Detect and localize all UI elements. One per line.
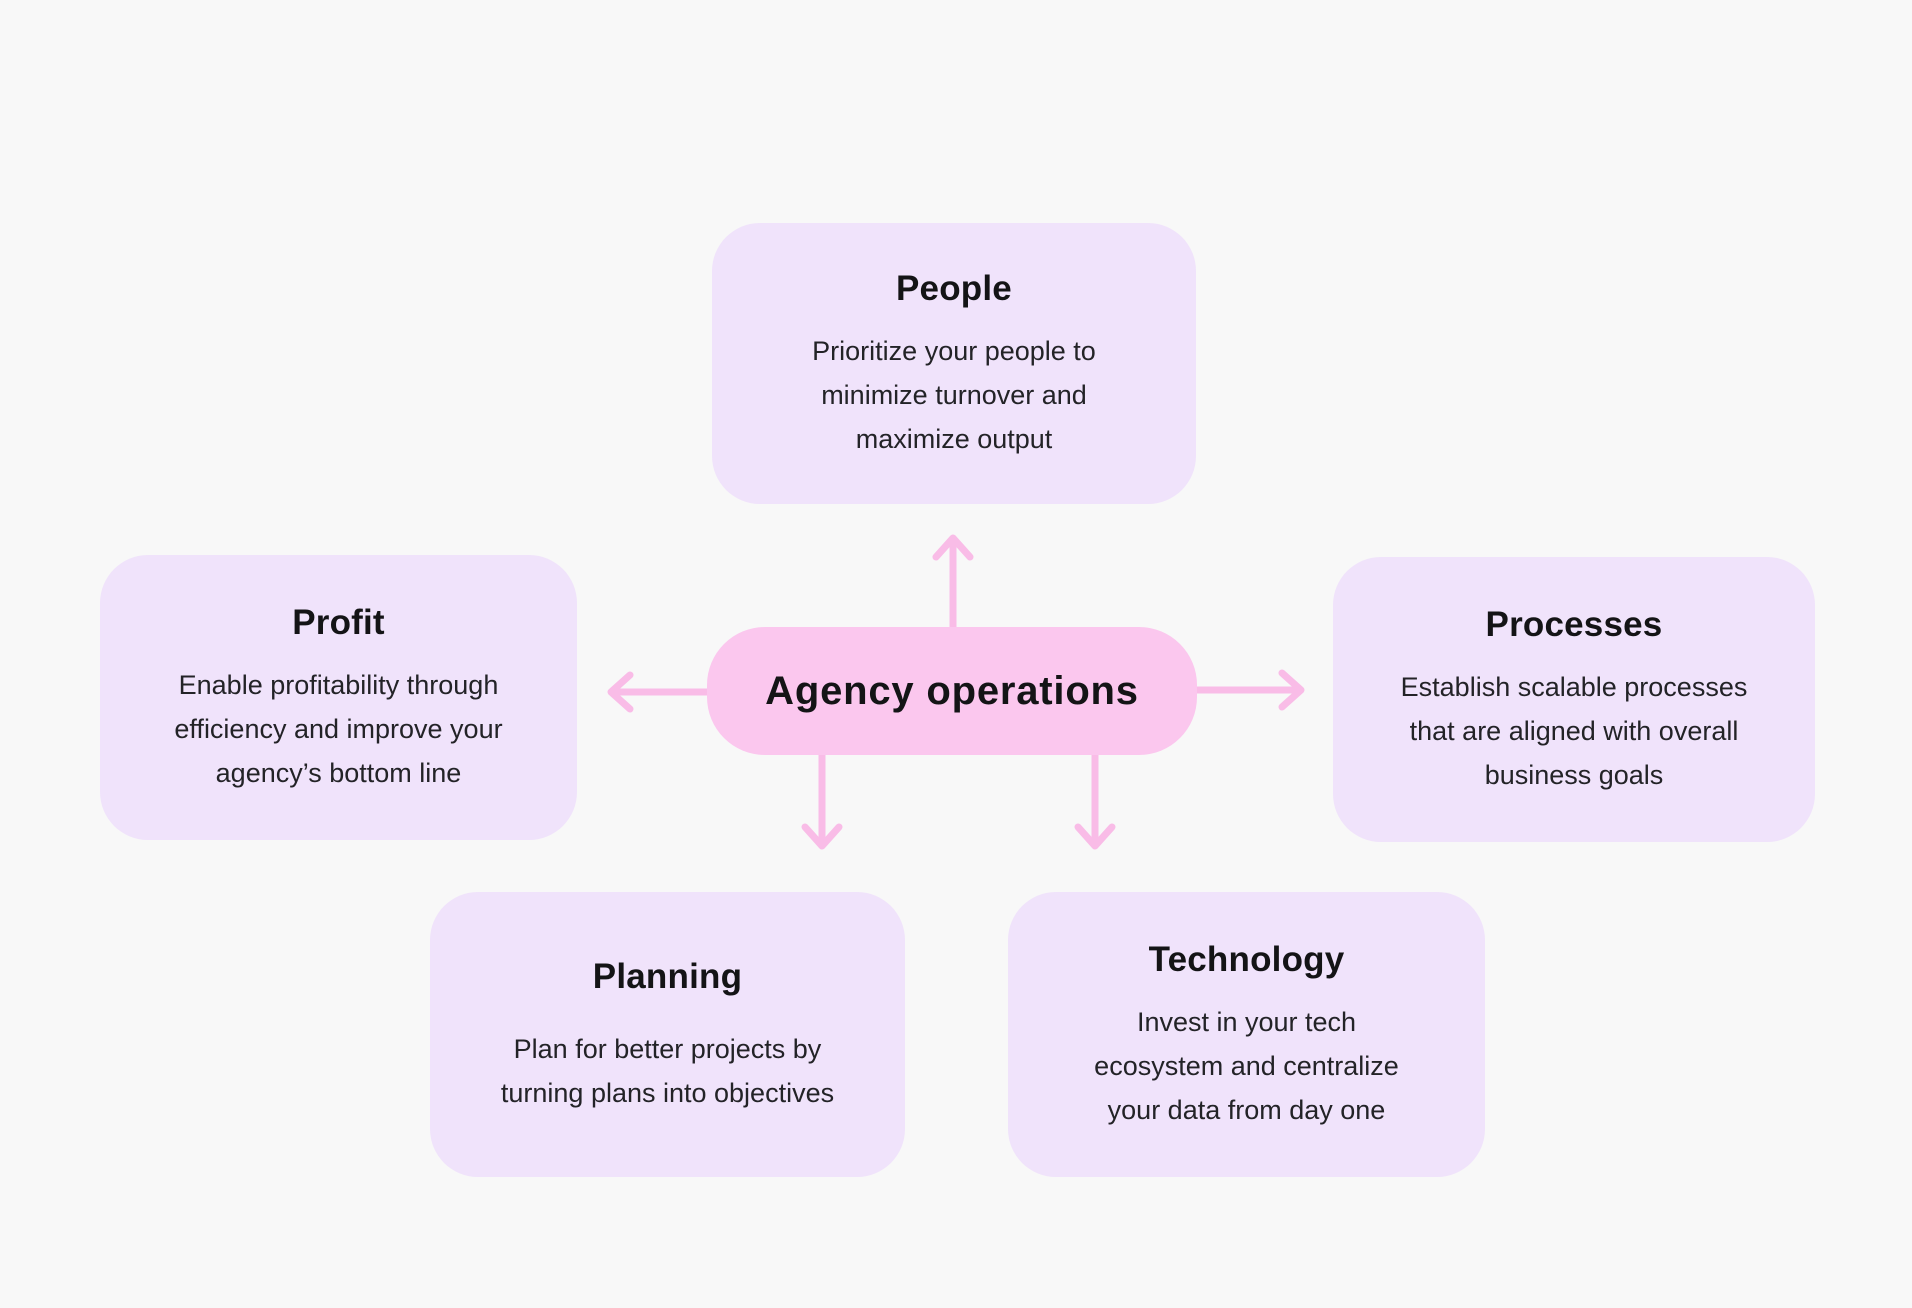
node-planning-body-line: turning plans into objectives xyxy=(500,1077,835,1108)
node-people-title: People xyxy=(896,268,1012,308)
node-planning: Planning Plan for better projects by tur… xyxy=(430,892,905,1177)
center-node-agency-operations: Agency operations xyxy=(707,627,1197,755)
node-profit: Profit Enable profitability through effi… xyxy=(100,555,577,840)
node-processes: Processes Establish scalable processes t… xyxy=(1333,557,1815,842)
node-planning-body: Plan for better projects by turning plan… xyxy=(501,1027,834,1115)
node-profit-title: Profit xyxy=(292,602,385,642)
node-people-body-line: maximize output xyxy=(855,423,1053,454)
node-planning-body-line: Plan for better projects by xyxy=(513,1033,822,1064)
node-profit-body: Enable profitability through efficiency … xyxy=(174,663,502,795)
node-people-body: Prioritize your people to minimize turno… xyxy=(812,329,1096,461)
node-people-body-line: Prioritize your people to xyxy=(812,335,1096,366)
center-node-label: Agency operations xyxy=(765,668,1139,713)
arrow-to-technology xyxy=(1074,751,1116,850)
node-technology: Technology Invest in your tech ecosystem… xyxy=(1008,892,1485,1177)
node-technology-body-line: your data from day one xyxy=(1107,1094,1386,1125)
node-processes-body-line: business goals xyxy=(1484,759,1664,790)
arrow-to-people xyxy=(932,534,974,631)
node-profit-body-line: Enable profitability through xyxy=(178,669,499,700)
node-technology-title: Technology xyxy=(1148,939,1345,979)
node-technology-body: Invest in your tech ecosystem and centra… xyxy=(1094,1000,1399,1132)
node-profit-body-line: agency’s bottom line xyxy=(215,757,462,788)
node-processes-title: Processes xyxy=(1485,604,1663,644)
node-planning-title: Planning xyxy=(592,956,743,996)
node-processes-body-line: Establish scalable processes xyxy=(1400,671,1748,702)
node-processes-body-line: that are aligned with overall xyxy=(1409,715,1739,746)
node-technology-body-line: ecosystem and centralize xyxy=(1094,1050,1399,1081)
node-profit-body-line: efficiency and improve your xyxy=(174,713,503,744)
node-people: People Prioritize your people to minimiz… xyxy=(712,223,1196,504)
arrow-to-processes xyxy=(1193,669,1305,711)
node-processes-body: Establish scalable processes that are al… xyxy=(1401,665,1748,797)
node-technology-body-line: Invest in your tech xyxy=(1136,1006,1357,1037)
node-people-body-line: minimize turnover and xyxy=(821,379,1087,410)
arrow-to-profit xyxy=(607,671,711,713)
arrow-to-planning xyxy=(801,751,843,850)
